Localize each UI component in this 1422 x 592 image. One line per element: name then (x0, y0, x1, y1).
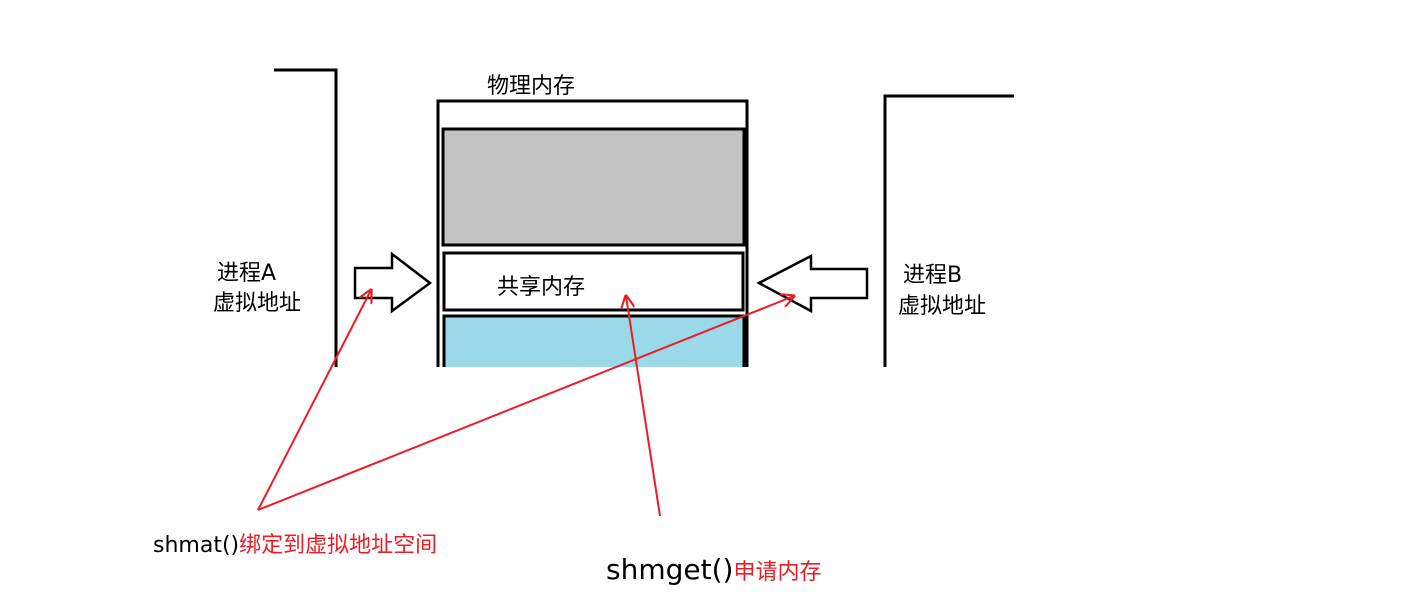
shmat-func: shmat() (153, 533, 240, 558)
shmat-arrow-a (257, 290, 371, 511)
process-a-address-space (274, 68, 338, 367)
process-b-address-space (883, 94, 1014, 367)
memory-block-blue (442, 314, 746, 367)
shared-memory-block (442, 251, 745, 312)
physical-memory-label: 物理内存 (487, 74, 576, 99)
shmget-func: shmget() (606, 553, 734, 586)
memory-block-gray (441, 127, 746, 247)
shmat-arrow-b (257, 296, 794, 511)
shared-memory-label: 共享内存 (497, 275, 586, 300)
process-a-name: 进程A (217, 261, 277, 286)
process-b-name: 进程B (903, 263, 963, 288)
arrow-right-icon (353, 251, 433, 314)
shmget-arrow (626, 296, 661, 517)
shmget-annotation: shmget()申请内存 (606, 553, 821, 586)
physical-memory-box (436, 99, 749, 367)
process-b-space: 虚拟地址 (898, 294, 987, 319)
shmat-desc: 绑定到虚拟地址空间 (239, 533, 438, 558)
shmat-annotation: shmat()绑定到虚拟地址空间 (153, 527, 437, 559)
process-a-space: 虚拟地址 (213, 291, 302, 316)
shmget-desc: 申请内存 (733, 560, 822, 585)
